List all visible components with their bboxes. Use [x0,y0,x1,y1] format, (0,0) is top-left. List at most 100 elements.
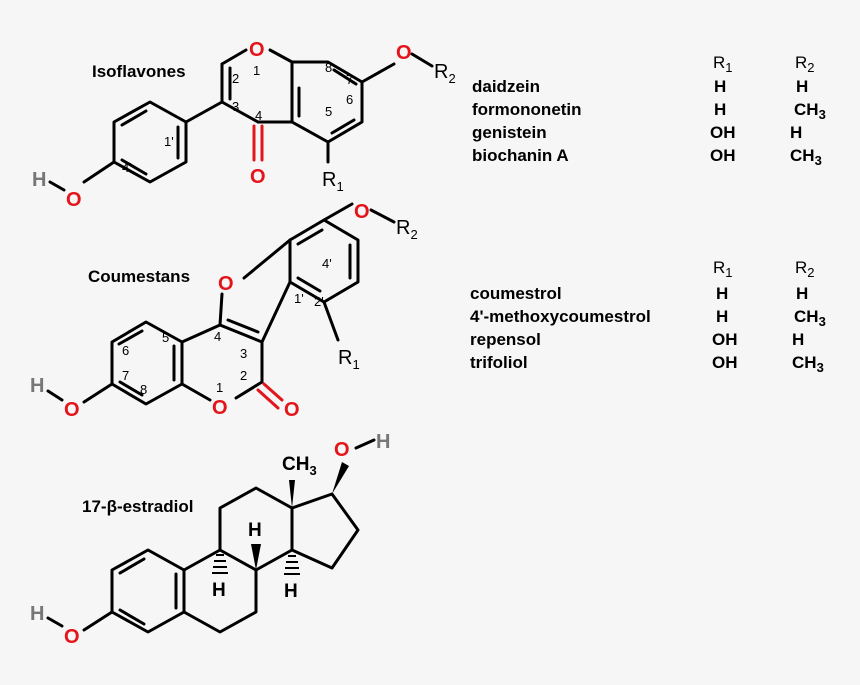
lactone-carbonyl-oxygen: O [284,399,300,421]
coum-row-r2: CH3 [794,307,826,329]
coum-num-3: 3 [240,346,247,361]
oxygen-7: O [396,42,412,64]
iso-num-3: 3 [232,99,239,114]
hydrogen-8: H [248,520,262,541]
furan-oxygen: O [218,273,234,295]
bond-c4-c3 [218,323,264,344]
coum-row-r1: OH [712,330,738,349]
bond-c4prime-o [82,160,116,184]
isoflavone-ring-a-double-2 [330,118,356,135]
oh-wedge [332,462,349,494]
coum-row-r1: OH [712,353,738,372]
hydrogen-2: H [30,375,44,397]
coumestan-table: R1 R2 coumestrol H H 4'-methoxycoumestro… [470,258,826,375]
coum-row-r2: H [796,284,808,303]
coum-row-r2: CH3 [792,353,824,375]
isoflavone-structure: Isoflavones O O O R2 R1 O [32,39,456,211]
lactone-co-b [256,388,280,410]
coum-num-1: 1 [216,380,223,395]
isoflavone-ring-a-double-1 [332,68,358,86]
bond-furan-o-c4 [218,292,224,327]
iso-num-1: 1 [253,63,260,78]
coum-header-r1: R1 [713,258,733,280]
phenol-oxygen-1: O [66,189,82,211]
iso-row-r1: H [714,77,726,96]
est-ring-a-double-1 [118,557,146,575]
methyl-wedge [289,480,295,508]
coum-num-7: 7 [122,368,129,383]
coum-num-6: 6 [122,343,129,358]
bond-o1-c2 [220,48,248,66]
iso-row-r1: OH [710,123,736,142]
coum-row-name: 4'-methoxycoumestrol [470,307,651,326]
carbonyl-oxygen: O [250,166,266,188]
coum-row-name: coumestrol [470,284,562,303]
estradiol-ring-a [110,548,186,634]
isoflavones-title: Isoflavones [92,62,186,81]
iso-header-r1: R1 [713,53,733,75]
iso-row-r1: OH [710,146,736,165]
coum-row-r2: H [792,330,804,349]
bond-c8a-o1 [268,48,294,64]
isoflavone-ring-a [290,60,364,144]
coum-num-2prime: 2' [314,294,324,309]
bond-c4-c4a [180,323,222,344]
coum-row-name: repensol [470,330,541,349]
bond-c4-c3-double [226,318,260,334]
bond-c3-c4 [220,100,260,124]
hydrogen-14: H [284,581,298,602]
iso-num-4prime: 4' [122,160,132,175]
r2-substituent-coum: R2 [396,217,418,242]
ring-d-double-3 [296,276,322,293]
iso-num-1prime: 1' [164,134,174,149]
hydrogen-17: H [376,431,390,453]
coumestans-title: Coumestans [88,267,190,286]
bond-c3-c1prime [260,280,292,344]
coum-num-2: 2 [240,368,247,383]
bond-o1-c8a [180,382,212,402]
coum-num-4prime: 4' [322,256,332,271]
coumestan-structure: Coumestans O R2 R1 O O O O [30,201,418,421]
iso-num-2: 2 [232,71,239,86]
hydrogen-9: H [212,580,226,601]
bond-o-h-2 [46,389,64,402]
estradiol-ring-d [290,492,360,570]
iso-num-6: 6 [346,92,353,107]
coum-num-1prime: 1' [294,291,304,306]
bond-o-r2-coum [369,208,396,224]
iso-row-name: genistein [472,123,547,142]
ring-d-double-1 [296,228,324,246]
hydrogen-1: H [32,169,46,191]
wedge-bond-8 [251,544,261,570]
coum-row-name: trifoliol [470,353,528,372]
lactone-co-a [262,382,284,402]
iso-num-8: 8 [325,60,332,75]
coum-row-r1: H [716,307,728,326]
est-bond-c3-o [82,610,114,632]
ring-oxygen-1: O [249,39,265,61]
ring-b-double-3 [120,158,148,176]
r2-substituent: R2 [434,61,456,86]
coum-num-4: 4 [214,329,221,344]
hashed-bond-9 [212,554,228,574]
bond-c2-o1 [234,380,264,400]
isoflavone-table: R1 R2 daidzein H H formononetin H CH3 ge… [472,53,826,168]
hydrogen-3: H [30,603,44,625]
hydroxyl-oxygen-17: O [334,439,350,461]
bond-c-o-r2 [322,202,354,222]
bond-c7-o [360,62,396,84]
coum-header-r2: R2 [795,258,815,280]
estradiol-structure: 17-β-estradiol O H CH3 O H H [30,431,390,648]
iso-row-r2: CH3 [790,146,822,168]
iso-row-name: formononetin [472,100,582,119]
iso-row-r2: CH3 [794,100,826,122]
est-bond-o17-h [354,438,376,450]
estradiol-title: 17-β-estradiol [82,497,193,516]
iso-row-r2: H [796,77,808,96]
oxygen-r2: O [354,201,370,223]
estradiol-ring-c [218,486,294,572]
bond-furan-o-left [242,238,292,280]
iso-num-4: 4 [255,108,262,123]
estradiol-ring-b [182,548,258,634]
